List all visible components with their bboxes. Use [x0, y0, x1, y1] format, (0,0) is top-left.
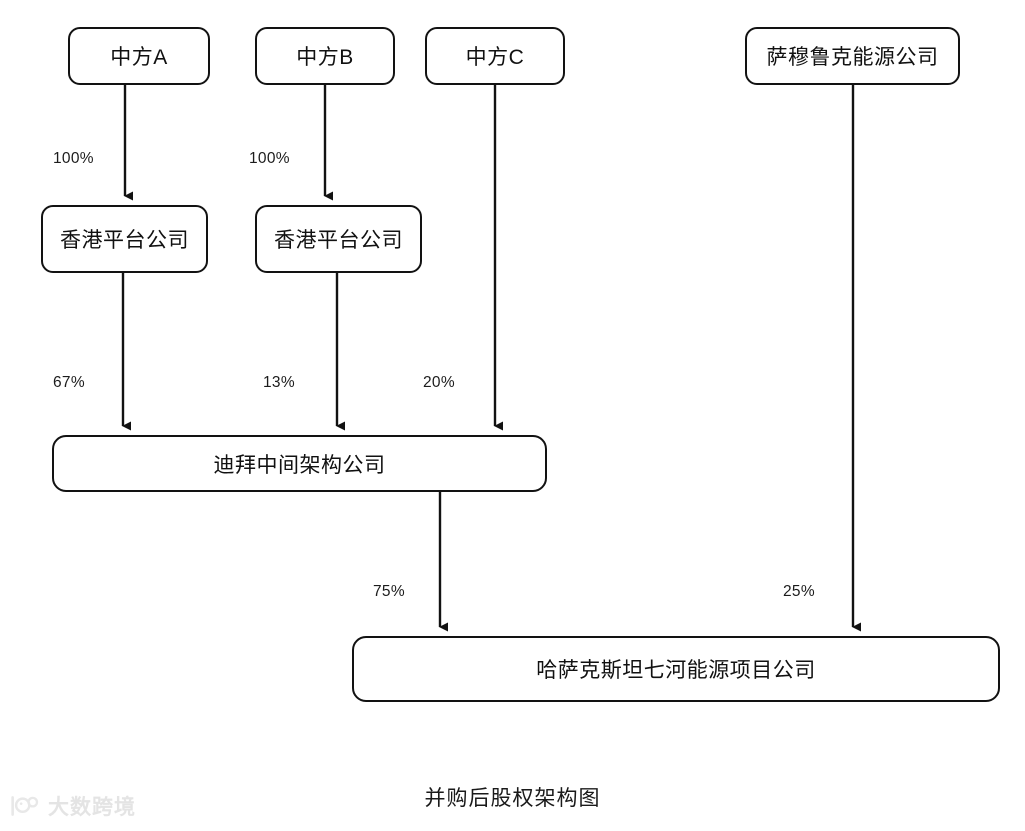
node-target-project[interactable]: 哈萨克斯坦七河能源项目公司 [352, 636, 1000, 702]
node-label: 中方A [110, 46, 168, 69]
watermark-logo-icon [11, 796, 39, 816]
diagram-caption: 并购后股权架构图 [424, 787, 601, 810]
edge-label-dubai-target: 75% [373, 583, 405, 600]
edge-label-cn-b-hk-2: 100% [249, 150, 290, 167]
node-label: 迪拜中间架构公司 [213, 453, 386, 477]
edge-label-cn-a-hk-1: 100% [53, 150, 94, 167]
node-label: 中方B [296, 46, 354, 69]
node-cn-b[interactable]: 中方B [255, 27, 395, 85]
watermark-text: 大数跨境 [48, 796, 136, 819]
edge-label-hk-2-dubai: 13% [263, 374, 295, 391]
edge-label-samruk-target: 25% [783, 583, 815, 600]
node-label: 哈萨克斯坦七河能源项目公司 [536, 659, 816, 682]
node-samruk[interactable]: 萨穆鲁克能源公司 [745, 27, 960, 85]
node-cn-c[interactable]: 中方C [425, 27, 565, 85]
node-label: 萨穆鲁克能源公司 [766, 46, 939, 69]
node-label: 香港平台公司 [60, 229, 189, 252]
edge-label-hk-1-dubai: 67% [53, 374, 85, 391]
watermark: 大数跨境 [8, 791, 136, 821]
node-hk-platform-1[interactable]: 香港平台公司 [41, 205, 208, 273]
node-label: 香港平台公司 [274, 229, 403, 252]
edge-label-cn-c-dubai: 20% [423, 374, 455, 391]
node-dubai-holding[interactable]: 迪拜中间架构公司 [52, 435, 547, 492]
node-hk-platform-2[interactable]: 香港平台公司 [255, 205, 422, 273]
node-label: 中方C [465, 46, 525, 69]
node-cn-a[interactable]: 中方A [68, 27, 210, 85]
